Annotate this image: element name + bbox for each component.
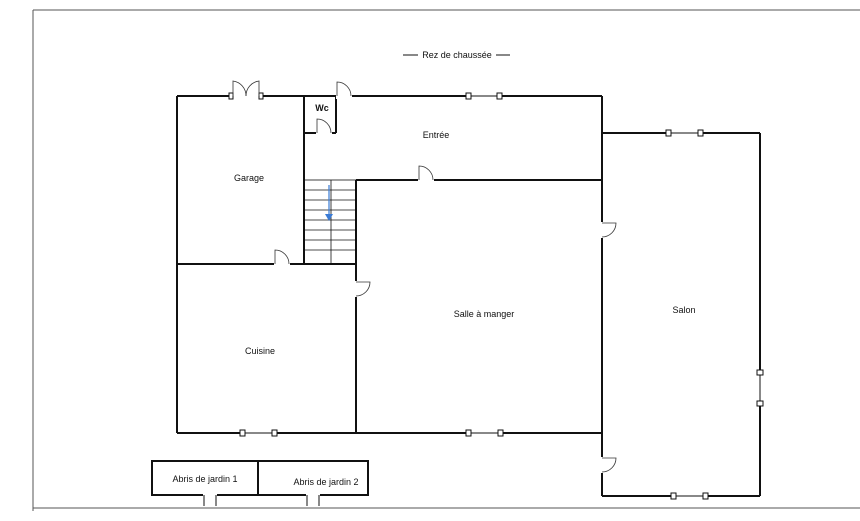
room-label-abris-de-jardin-2: Abris de jardin 2 xyxy=(293,477,358,487)
garden-sheds xyxy=(151,460,369,506)
room-label-cuisine: Cuisine xyxy=(245,346,275,356)
stair-arrow-head-icon xyxy=(325,214,333,221)
room-label-salle-a-manger: Salle à manger xyxy=(454,309,515,319)
staircase xyxy=(303,179,357,265)
room-label-entree: Entrée xyxy=(423,130,450,140)
windows xyxy=(239,92,764,500)
doors xyxy=(228,80,617,473)
room-label-salon: Salon xyxy=(672,305,695,315)
room-labels: Wc Entrée Garage Cuisine Salle à manger … xyxy=(172,103,695,487)
plan-title-text: Rez de chaussée xyxy=(422,50,492,60)
room-label-wc: Wc xyxy=(315,103,329,113)
plan-title: Rez de chaussée xyxy=(403,50,510,60)
room-label-garage: Garage xyxy=(234,173,264,183)
page-frame xyxy=(32,9,860,511)
room-label-abris-de-jardin-1: Abris de jardin 1 xyxy=(172,474,237,484)
